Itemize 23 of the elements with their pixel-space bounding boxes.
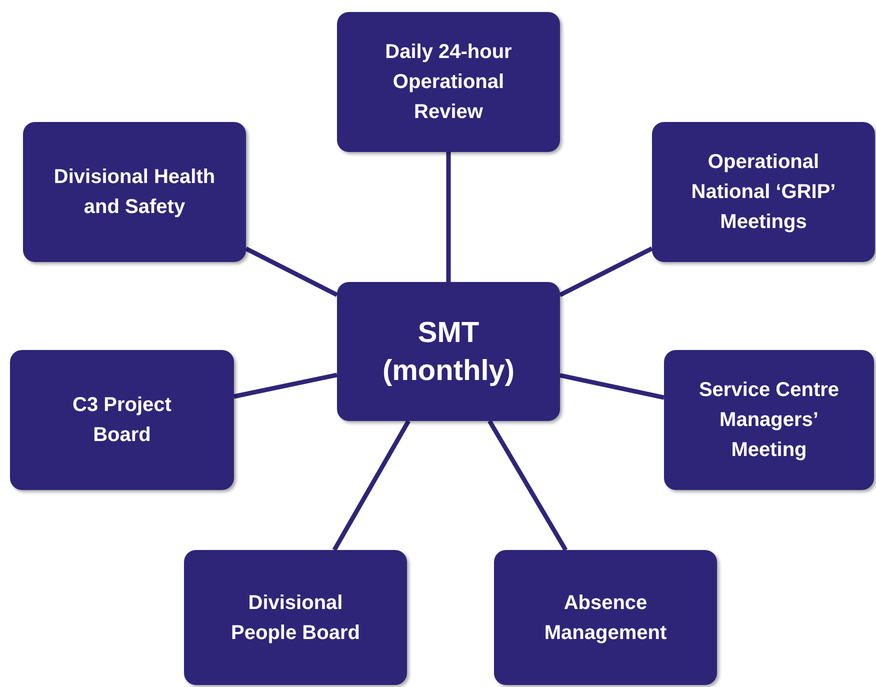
connector-line — [244, 246, 338, 297]
rounded-box — [184, 550, 407, 685]
box-label: Absence Management — [543, 590, 668, 646]
rounded-box — [337, 12, 560, 152]
connector-line — [234, 372, 338, 399]
connector-line — [446, 152, 451, 282]
box-label: Daily 24-hour Operational Review — [384, 40, 513, 125]
rounded-box — [337, 282, 560, 421]
box-label: Divisional People Board — [230, 590, 361, 646]
connector-line — [332, 420, 410, 552]
connector-line — [560, 373, 664, 400]
connector-line — [488, 420, 568, 552]
rounded-box — [652, 122, 875, 262]
box-label: Service Centre Managers’ Meeting — [698, 378, 840, 463]
box-label: C3 Project Board — [72, 393, 172, 448]
rounded-box — [23, 122, 246, 262]
box-label: Divisional Health and Safety — [54, 165, 216, 220]
box-label: SMT (monthly) — [381, 316, 516, 388]
rounded-box — [10, 350, 234, 490]
rounded-box — [664, 350, 874, 490]
connector-line — [558, 246, 654, 298]
rounded-box — [494, 550, 717, 685]
box-label: Operational National ‘GRIP’ Meetings — [690, 150, 837, 235]
